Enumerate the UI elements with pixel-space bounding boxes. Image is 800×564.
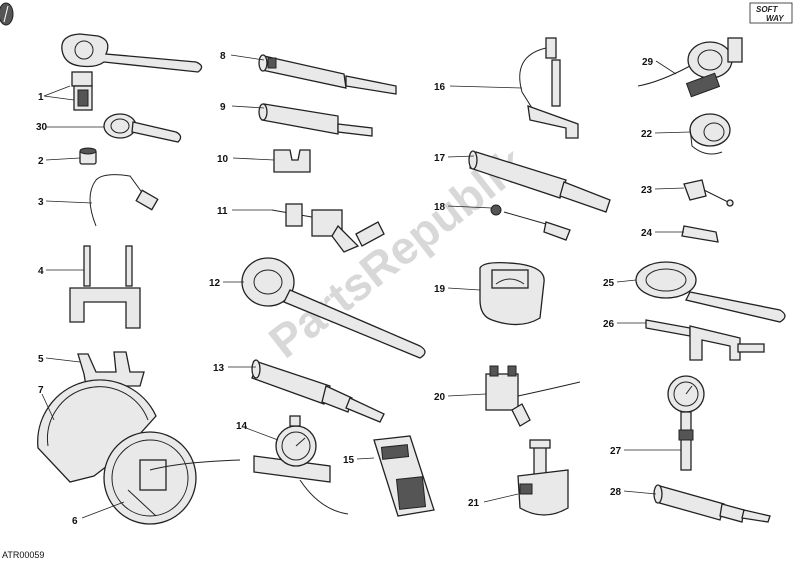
part-3-hook-tool — [89, 174, 159, 227]
callout-17: 17 — [434, 153, 446, 164]
part-25-ring-spanner — [635, 261, 786, 323]
callout-19: 19 — [434, 284, 446, 295]
callout-9: 9 — [220, 102, 226, 113]
part-1-pin-wrench — [61, 33, 203, 111]
callout-22: 22 — [641, 129, 653, 140]
part-30-ring-spanner — [103, 113, 182, 143]
part-2-nut — [79, 147, 97, 165]
callout-8: 8 — [220, 51, 226, 62]
callout-12: 12 — [209, 278, 221, 289]
part-18-adapter — [490, 204, 571, 241]
callout-21: 21 — [468, 498, 480, 509]
callout-3: 3 — [38, 197, 44, 208]
callout-20: 20 — [434, 392, 446, 403]
part-6-degree-wheel-assembly — [103, 431, 241, 525]
callout-23: 23 — [641, 185, 653, 196]
logo-line-2: WAY — [766, 14, 784, 23]
callout-11: 11 — [217, 206, 228, 217]
part-13-drift — [251, 359, 385, 423]
part-15-tester — [373, 435, 435, 517]
part-27-bore-gauge — [667, 375, 705, 471]
callout-1: 1 — [38, 92, 44, 103]
callout-13: 13 — [213, 363, 225, 374]
part-8-drift — [258, 54, 397, 95]
logo-line-1: SOFT — [756, 5, 778, 14]
callout-24: 24 — [641, 228, 653, 239]
callout-16: 16 — [434, 82, 446, 93]
callout-4: 4 — [38, 266, 44, 277]
corner-badge-icon — [0, 2, 14, 26]
part-9-drift — [258, 103, 373, 137]
part-23-adapter — [683, 179, 734, 207]
part-11-puller — [271, 203, 385, 253]
callout-6: 6 — [72, 516, 78, 527]
part-26-fixture — [645, 319, 765, 361]
part-22-ring — [689, 113, 731, 155]
callout-25: 25 — [603, 278, 615, 289]
part-10-plate — [273, 149, 311, 173]
callout-labels: 1 30 2 3 4 5 7 6 8 9 10 11 12 13 14 15 1… — [36, 51, 654, 527]
part-28-drift — [653, 484, 771, 523]
callout-30: 30 — [36, 122, 48, 133]
part-19-gauge — [479, 262, 545, 326]
callout-15: 15 — [343, 455, 355, 466]
callout-14: 14 — [236, 421, 248, 432]
part-4-stand — [69, 245, 141, 329]
callout-28: 28 — [610, 487, 622, 498]
part-12-spanner — [241, 257, 426, 359]
part-14-dial-gauge — [253, 415, 349, 515]
callout-29: 29 — [642, 57, 654, 68]
callout-7: 7 — [38, 385, 44, 396]
callout-10: 10 — [217, 154, 229, 165]
part-29-tool — [637, 37, 743, 98]
callout-27: 27 — [610, 446, 622, 457]
part-21-block-tool — [517, 439, 569, 516]
softway-logo: SOFT WAY — [749, 2, 793, 24]
callout-2: 2 — [38, 156, 44, 167]
part-17-drift — [468, 150, 611, 213]
part-7-degree-wheel — [37, 379, 157, 483]
callout-18: 18 — [434, 202, 446, 213]
part-16-c-clamp — [519, 37, 579, 139]
callout-5: 5 — [38, 354, 44, 365]
leader-lines — [41, 54, 691, 519]
part-24-pin — [681, 225, 719, 243]
diagram-code: ATR00059 — [2, 550, 44, 560]
callout-26: 26 — [603, 319, 615, 330]
part-20-fixture — [485, 365, 581, 427]
